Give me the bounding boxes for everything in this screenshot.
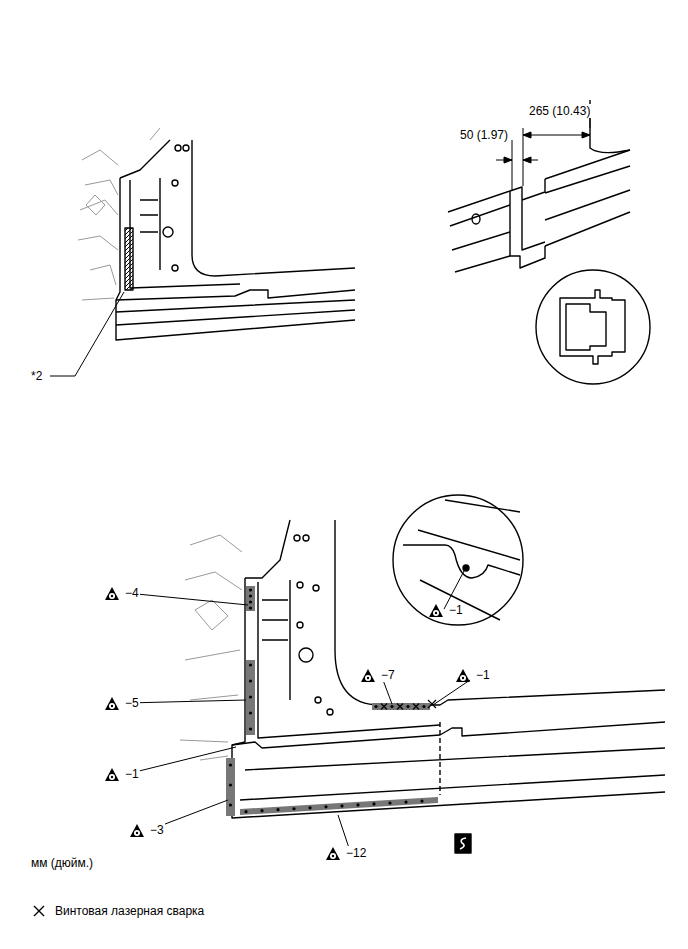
weld-callout: −1 xyxy=(475,668,491,682)
weld-spot xyxy=(356,803,359,806)
pillar-top-view xyxy=(50,140,355,376)
dimension: 50 (1.97) xyxy=(459,128,509,142)
background-sketch xyxy=(78,128,160,300)
weld-triangle xyxy=(456,669,470,682)
weld-spot xyxy=(229,783,232,786)
weld-spot xyxy=(244,810,247,813)
weld-spot xyxy=(324,805,327,808)
weld-callout: −5 xyxy=(124,696,140,710)
weld-seam xyxy=(226,586,438,816)
weld-triangle xyxy=(105,697,119,710)
weld-symbol xyxy=(360,668,376,683)
leader-line xyxy=(433,680,470,705)
weld-callout: −7 xyxy=(380,668,396,682)
weld-spot xyxy=(292,807,295,810)
weld-spot xyxy=(372,802,375,805)
weld-dot xyxy=(111,776,113,778)
weld-triangle xyxy=(105,587,119,600)
weld-symbol xyxy=(455,668,471,683)
weld-callout: −3 xyxy=(149,823,165,837)
weld-spot xyxy=(404,800,407,803)
screw-laser-weld-mark xyxy=(381,704,387,710)
weld-callout: −1 xyxy=(124,767,140,781)
rocker-cut-detail xyxy=(448,100,650,384)
weld-ring xyxy=(109,593,115,599)
legend-text: Винтовая лазерная сварка xyxy=(54,904,205,918)
leader-line xyxy=(127,700,246,703)
weld-dot xyxy=(111,595,113,597)
unit-note: мм (дюйм.) xyxy=(30,856,94,870)
weld-zone xyxy=(246,586,255,611)
weld-spot xyxy=(308,806,311,809)
weld-spot xyxy=(249,679,252,682)
weld-spot xyxy=(249,695,252,698)
legend-sample xyxy=(32,904,46,918)
weld-ring xyxy=(134,830,140,836)
weld-spot xyxy=(249,711,252,714)
weld-triangle xyxy=(130,824,144,837)
weld-ring xyxy=(460,675,466,681)
weld-spot xyxy=(249,594,252,597)
weld-spot xyxy=(388,801,391,804)
weld-callout: −4 xyxy=(124,586,140,600)
screw-laser-weld-mark xyxy=(397,704,403,710)
dimension: 265 (10.43) xyxy=(528,104,591,118)
weld-spot xyxy=(260,809,263,812)
weld-dot xyxy=(435,612,437,614)
screw-laser-weld-mark xyxy=(34,906,44,916)
weld-ring xyxy=(109,703,115,709)
leader-line xyxy=(127,593,248,605)
weld-ring xyxy=(330,853,336,859)
weld-spot xyxy=(406,705,409,708)
weld-callout: −1 xyxy=(448,603,464,617)
weld-triangle xyxy=(105,768,119,781)
weld-ring xyxy=(109,774,115,780)
weld-symbol xyxy=(104,586,120,601)
weld-spot xyxy=(249,727,252,730)
weld-spot xyxy=(420,799,423,802)
weld-spot xyxy=(374,705,377,708)
callout-number: *2 xyxy=(30,369,43,383)
screw-laser-weld-mark xyxy=(413,704,419,710)
weld-ring xyxy=(433,610,439,616)
weld-zone xyxy=(372,703,430,710)
weld-spot xyxy=(390,705,393,708)
weld-spot xyxy=(229,803,232,806)
weld-dot xyxy=(367,677,369,679)
weld-zone xyxy=(246,660,255,735)
weld-dot xyxy=(111,705,113,707)
weld-spot xyxy=(340,804,343,807)
leader-line xyxy=(127,747,236,774)
background-sketch xyxy=(180,535,242,760)
weld-ring xyxy=(365,675,371,681)
weld-zone xyxy=(240,797,438,815)
weld-triangle xyxy=(326,847,340,860)
weld-triangle xyxy=(361,669,375,682)
weld-zone xyxy=(226,758,235,816)
weld-dot xyxy=(462,677,464,679)
weld-spot xyxy=(249,663,252,666)
weld-symbol xyxy=(104,696,120,711)
weld-symbol xyxy=(104,767,120,782)
weld-spot xyxy=(249,588,252,591)
weld-spot xyxy=(422,705,425,708)
weld-spot xyxy=(276,808,279,811)
weld-triangle xyxy=(429,604,443,617)
weld-symbol xyxy=(325,846,341,861)
weld-dot xyxy=(332,855,334,857)
weld-spot xyxy=(249,600,252,603)
leader-line xyxy=(383,680,392,704)
weld-symbol xyxy=(428,603,444,618)
weld-callout: −12 xyxy=(345,846,367,860)
weld-spot xyxy=(249,606,252,609)
weld-spot xyxy=(229,763,232,766)
weld-symbol xyxy=(129,823,145,838)
pillar-weld-view xyxy=(232,495,665,853)
weld-dot xyxy=(136,832,138,834)
